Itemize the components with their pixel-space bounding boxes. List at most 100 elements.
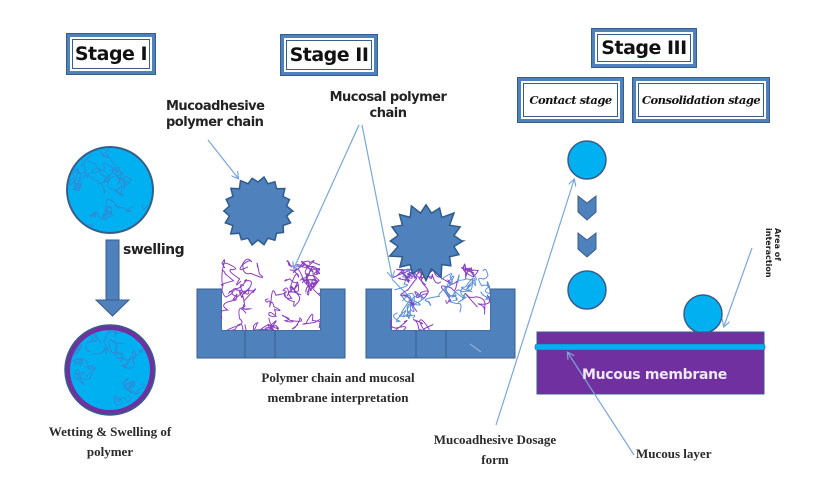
mucous-membrane bbox=[534, 331, 766, 395]
mucosal-substrate-right bbox=[365, 288, 516, 359]
wetting-caption-line2: polymer bbox=[86, 444, 134, 459]
polymer-strand bbox=[283, 286, 302, 307]
polymer-strand bbox=[390, 318, 408, 330]
swelling-label: swelling bbox=[123, 242, 185, 258]
mucosal-chain-line1: Mucosal polymer bbox=[329, 90, 447, 105]
interpenetration-line2: membrane interpretation bbox=[267, 390, 409, 405]
polymer-strand bbox=[72, 358, 94, 371]
polymer-strand bbox=[284, 278, 299, 297]
swelling-arrow bbox=[94, 239, 131, 317]
dosage-form-sphere-approach bbox=[567, 270, 607, 310]
polymer-strand bbox=[69, 149, 84, 156]
contact-stage-label: Contact stage bbox=[529, 93, 612, 107]
polymer-strand bbox=[103, 330, 124, 349]
leader-faint bbox=[469, 343, 482, 353]
polymer-strand bbox=[103, 205, 115, 220]
chevron-down-icon bbox=[577, 194, 597, 221]
leader-dosage-form bbox=[495, 180, 574, 426]
interpenetration-caption: Polymer chain and mucosal membrane inter… bbox=[238, 368, 438, 408]
polymer-strand bbox=[244, 317, 280, 330]
polymer-strand bbox=[113, 394, 131, 406]
polymer-strand bbox=[392, 268, 412, 282]
polymer-strand bbox=[226, 308, 247, 330]
mucosal-chain-line2: chain bbox=[369, 106, 407, 121]
polymer-strand bbox=[301, 274, 320, 292]
polymer-strand bbox=[99, 149, 122, 177]
stage-1-title: Stage I bbox=[74, 43, 148, 65]
polymer-strand bbox=[412, 319, 434, 330]
polymer-strand bbox=[478, 268, 490, 300]
leader-mucous-layer bbox=[568, 353, 635, 456]
stage-3-box: Stage III bbox=[591, 28, 697, 68]
polymer-strand bbox=[281, 314, 303, 330]
polymer-strand bbox=[106, 198, 134, 213]
area-of-interaction-label: Area of interaction bbox=[764, 228, 782, 278]
polymer-strand bbox=[252, 321, 279, 330]
polymer-strand bbox=[220, 287, 243, 320]
polymer-strand bbox=[221, 259, 242, 286]
polymer-strand bbox=[121, 378, 136, 394]
polymer-strand bbox=[464, 292, 490, 315]
mucous-membrane-label: Mucous membrane bbox=[582, 367, 727, 383]
dosage-form-caption: Mucoadhesive Dosage form bbox=[420, 430, 570, 470]
contact-stage-box: Contact stage bbox=[517, 77, 624, 123]
chevron-down-icon bbox=[577, 231, 597, 258]
polymer-strand bbox=[301, 277, 320, 297]
polymer-strand bbox=[264, 298, 281, 318]
mucous-layer-caption: Mucous layer bbox=[636, 446, 712, 461]
dosage-form-line1: Mucoadhesive Dosage bbox=[433, 432, 557, 447]
polymer-strand bbox=[115, 350, 138, 369]
polymer-strand bbox=[91, 339, 124, 363]
consolidation-stage-box: Consolidation stage bbox=[632, 77, 770, 123]
interpenetration-line1: Polymer chain and mucosal bbox=[261, 370, 415, 385]
wetting-caption-line1: Wetting & Swelling of bbox=[48, 424, 172, 439]
polymer-strand bbox=[452, 287, 468, 303]
mucoadhesive-chain-label: Mucoadhesive polymer chain bbox=[166, 99, 265, 131]
stage-1-box: Stage I bbox=[66, 33, 156, 75]
leader-mucosal-chain-left bbox=[294, 124, 360, 268]
polymer-strand bbox=[438, 275, 458, 304]
stage-3-title: Stage III bbox=[601, 37, 687, 59]
leader-area-of-interaction bbox=[724, 247, 753, 326]
mucoadhesive-chain-line2: polymer chain bbox=[166, 115, 264, 130]
polymer-strand bbox=[446, 277, 474, 298]
dosage-form-sphere-adhered bbox=[683, 294, 723, 334]
wetting-swelling-caption: Wetting & Swelling of polymer bbox=[30, 422, 190, 462]
dry-polymer-sphere bbox=[66, 146, 154, 234]
dosage-form-line2: form bbox=[481, 452, 509, 467]
mucosal-chain-label: Mucosal polymer chain bbox=[323, 90, 453, 122]
polymer-strand bbox=[231, 279, 256, 302]
polymer-strand bbox=[110, 338, 132, 368]
polymer-strand bbox=[220, 270, 235, 298]
mucosal-polymer-chains-left bbox=[220, 258, 320, 330]
polymer-strand bbox=[90, 167, 115, 183]
area-line1: Area of bbox=[773, 228, 782, 261]
mucoadhesive-polymer-blob-attached bbox=[388, 203, 466, 283]
polymer-strand bbox=[239, 258, 264, 278]
stage-2-box: Stage II bbox=[280, 34, 378, 76]
polymer-strand bbox=[69, 167, 81, 186]
mucous-layer-band bbox=[534, 343, 766, 351]
polymer-strand bbox=[73, 367, 96, 386]
polymer-strand bbox=[304, 264, 314, 284]
leader-mucoadhesive-chain bbox=[207, 139, 238, 178]
dosage-form-sphere-contact bbox=[567, 140, 607, 180]
polymer-strand bbox=[441, 273, 455, 298]
polymer-strand bbox=[461, 263, 474, 279]
polymer-strand bbox=[101, 180, 124, 197]
leader-mucosal-chain-right bbox=[361, 124, 392, 277]
consolidation-stage-label: Consolidation stage bbox=[641, 93, 761, 107]
swollen-polymer-sphere bbox=[64, 324, 156, 416]
polymer-strand bbox=[302, 313, 320, 329]
polymer-strand bbox=[238, 284, 252, 310]
stage-2-title: Stage II bbox=[289, 44, 369, 66]
polymer-strand bbox=[270, 269, 300, 303]
polymer-strand bbox=[126, 380, 146, 395]
mucoadhesive-polymer-blob bbox=[222, 175, 295, 247]
polymer-strand bbox=[89, 208, 112, 221]
polymer-strand bbox=[77, 154, 102, 185]
polymer-strand bbox=[87, 160, 124, 185]
polymer-strand bbox=[71, 182, 82, 192]
mucoadhesive-chain-line1: Mucoadhesive bbox=[166, 99, 265, 114]
